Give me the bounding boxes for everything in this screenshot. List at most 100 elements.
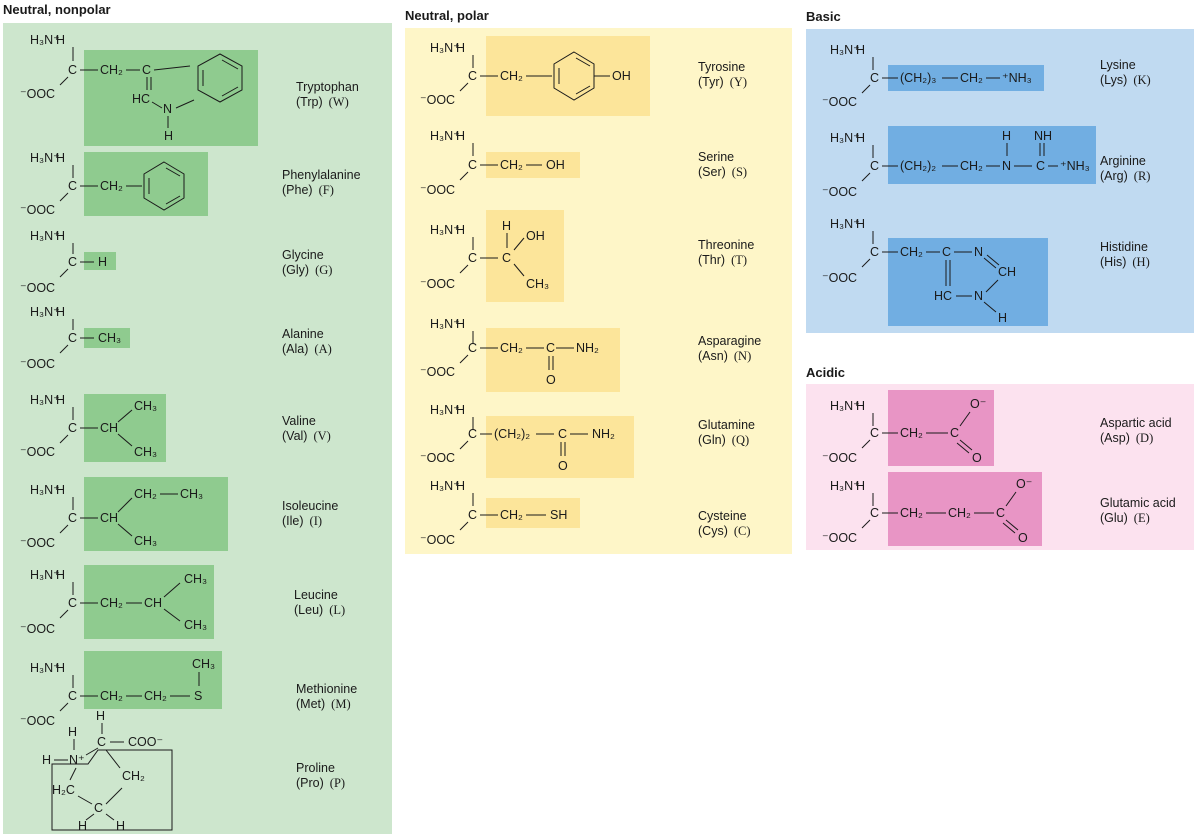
- svg-text:C: C: [68, 596, 77, 610]
- svg-text:C: C: [468, 341, 477, 355]
- svg-text:N: N: [974, 289, 983, 303]
- svg-text:CH₃: CH₃: [192, 657, 215, 671]
- amino-acid-phenylalanine: H₃N⁺ H C ⁻OOC CH₂ Phenylalanine (Phe)(F): [18, 148, 388, 220]
- svg-text:C: C: [142, 63, 151, 77]
- amino-acid-methionine: H₃N⁺ H C ⁻OOC CH₂ CH₂ S CH₃ Methionine (…: [18, 650, 388, 728]
- svg-text:CH: CH: [100, 511, 118, 525]
- svg-text:⁻OOC: ⁻OOC: [420, 451, 455, 465]
- svg-text:CH₃: CH₃: [184, 618, 207, 632]
- amino-acid-tryptophan: H₃N⁺ H C ⁻OOC CH₂ C HC N H Tryptophan (T…: [18, 28, 388, 148]
- side-chain-highlight: [84, 50, 258, 146]
- svg-text:C: C: [996, 506, 1005, 520]
- svg-text:C: C: [468, 427, 477, 441]
- svg-text:⁻OOC: ⁻OOC: [420, 533, 455, 547]
- amino-acid-valine: H₃N⁺ H C ⁻OOC CH CH₃ CH₃ Valine (Val)(V): [18, 390, 388, 466]
- svg-text:(CH₂)₂: (CH₂)₂: [900, 159, 936, 173]
- svg-text:CH₂: CH₂: [134, 487, 157, 501]
- svg-text:O: O: [546, 373, 556, 387]
- svg-text:CH₂: CH₂: [100, 689, 123, 703]
- side-chain-highlight: [888, 238, 1048, 326]
- svg-text:CH₂: CH₂: [144, 689, 167, 703]
- svg-text:H: H: [56, 393, 65, 407]
- cysteine-structure: H₃N⁺ H C ⁻OOC CH₂ SH: [420, 479, 580, 547]
- svg-text:H₃N⁺: H₃N⁺: [30, 151, 60, 165]
- svg-text:H₃N⁺: H₃N⁺: [830, 43, 860, 57]
- svg-text:H: H: [856, 131, 865, 145]
- svg-text:C: C: [1036, 159, 1045, 173]
- svg-text:H: H: [856, 399, 865, 413]
- group-title-nonpolar: Neutral, nonpolar: [3, 2, 111, 17]
- tyrosine-structure: H₃N⁺ H C ⁻OOC CH₂ OH: [420, 36, 650, 116]
- svg-text:OH: OH: [546, 158, 565, 172]
- lysine-structure: H₃N⁺ H C ⁻OOC (CH₂)₃ CH₂ ⁺NH₃: [822, 43, 1044, 109]
- svg-text:HC: HC: [132, 92, 150, 106]
- svg-text:H₃N⁺: H₃N⁺: [430, 41, 460, 55]
- threonine-structure: H₃N⁺ H C ⁻OOC C H OH CH₃: [420, 210, 564, 302]
- amino-acid-lysine: H₃N⁺ H C ⁻OOC (CH₂)₃ CH₂ ⁺NH₃ Lysine (Ly…: [818, 36, 1188, 116]
- svg-text:CH₂: CH₂: [500, 341, 523, 355]
- svg-text:⁻OOC: ⁻OOC: [20, 536, 55, 550]
- svg-text:H: H: [56, 229, 65, 243]
- alpha-hydrogen: H: [56, 33, 65, 47]
- svg-text:CH₂: CH₂: [500, 69, 523, 83]
- svg-text:C: C: [94, 801, 103, 815]
- svg-text:CH₂: CH₂: [100, 596, 123, 610]
- svg-text:⁻OOC: ⁻OOC: [20, 203, 55, 217]
- svg-text:N⁺: N⁺: [69, 753, 85, 767]
- amino-acid-aspartic-acid: H₃N⁺ H C ⁻OOC CH₂ C O⁻ O Aspartic acid (…: [818, 390, 1188, 470]
- svg-text:C: C: [502, 251, 511, 265]
- side-chain-highlight: [888, 472, 1042, 546]
- svg-text:C: C: [870, 159, 879, 173]
- side-chain-highlight: [84, 152, 208, 216]
- amino-acid-alanine: H₃N⁺ H C ⁻OOC CH₃ Alanine (Ala)(A): [18, 302, 388, 372]
- svg-text:H₃N⁺: H₃N⁺: [30, 305, 60, 319]
- side-chain-highlight: [486, 416, 634, 478]
- svg-text:⁻OOC: ⁻OOC: [420, 183, 455, 197]
- svg-text:(CH₂)₂: (CH₂)₂: [494, 427, 530, 441]
- svg-text:H₃N⁺: H₃N⁺: [830, 479, 860, 493]
- svg-text:H₃N⁺: H₃N⁺: [30, 483, 60, 497]
- svg-text:H: H: [1002, 129, 1011, 143]
- side-chain-highlight: [84, 565, 214, 639]
- svg-text:CH₃: CH₃: [184, 572, 207, 586]
- group-title-basic: Basic: [806, 9, 841, 24]
- svg-text:⁻OOC: ⁻OOC: [822, 271, 857, 285]
- svg-text:⁻OOC: ⁻OOC: [420, 277, 455, 291]
- phenylalanine-structure: H₃N⁺ H C ⁻OOC CH₂: [20, 151, 208, 217]
- carboxyl-group: ⁻OOC: [20, 87, 55, 101]
- amino-acid-arginine: H₃N⁺ H C ⁻OOC (CH₂)₂ CH₂ N H C NH ⁺NH₃ A…: [818, 124, 1188, 208]
- svg-text:CH₂: CH₂: [100, 63, 123, 77]
- svg-text:O: O: [972, 451, 982, 465]
- svg-text:CH₂: CH₂: [900, 426, 923, 440]
- svg-text:H: H: [502, 219, 511, 233]
- svg-text:H: H: [856, 217, 865, 231]
- svg-text:C: C: [468, 251, 477, 265]
- svg-text:CH: CH: [100, 421, 118, 435]
- svg-text:O: O: [558, 459, 568, 473]
- svg-text:⁺NH₃: ⁺NH₃: [1002, 71, 1032, 85]
- svg-text:SH: SH: [550, 508, 567, 522]
- svg-text:⁻OOC: ⁻OOC: [822, 185, 857, 199]
- svg-text:N: N: [1002, 159, 1011, 173]
- svg-text:CH: CH: [144, 596, 162, 610]
- svg-text:O⁻: O⁻: [970, 397, 986, 411]
- glycine-structure: H₃N⁺ H C ⁻OOC H: [20, 229, 116, 295]
- isoleucine-structure: H₃N⁺ H C ⁻OOC CH CH₂ CH₃ CH₃: [20, 477, 228, 551]
- svg-text:H₃N⁺: H₃N⁺: [430, 403, 460, 417]
- svg-text:⁻OOC: ⁻OOC: [822, 451, 857, 465]
- svg-text:O⁻: O⁻: [1016, 477, 1032, 491]
- svg-text:H: H: [56, 483, 65, 497]
- svg-text:H₃N⁺: H₃N⁺: [430, 479, 460, 493]
- svg-text:(CH₂)₃: (CH₂)₃: [900, 71, 936, 85]
- svg-text:CH: CH: [998, 265, 1016, 279]
- side-chain-highlight: [888, 126, 1096, 184]
- amino-acid-cysteine: H₃N⁺ H C ⁻OOC CH₂ SH Cysteine (Cys)(C): [418, 474, 788, 550]
- svg-text:⁻OOC: ⁻OOC: [20, 445, 55, 459]
- svg-text:H: H: [164, 129, 173, 143]
- svg-text:CH₂: CH₂: [500, 508, 523, 522]
- svg-text:H₃N⁺: H₃N⁺: [30, 568, 60, 582]
- svg-text:NH₂: NH₂: [576, 341, 599, 355]
- svg-text:C: C: [68, 511, 77, 525]
- svg-text:⁻OOC: ⁻OOC: [20, 622, 55, 636]
- svg-text:H: H: [856, 43, 865, 57]
